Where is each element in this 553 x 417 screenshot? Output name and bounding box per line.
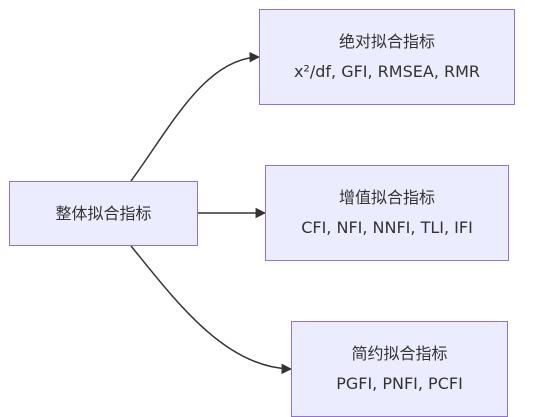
node-absolute-fit-indices: 绝对拟合指标 x²/df, GFI, RMSEA, RMR bbox=[259, 9, 515, 105]
node-incremental-fit-indices: 增值拟合指标 CFI, NFI, NNFI, TLI, IFI bbox=[265, 165, 509, 261]
edge-root-to-parsimonious bbox=[130, 245, 293, 375]
node-parsimonious-items: PGFI, PNFI, PCFI bbox=[336, 374, 463, 393]
node-absolute-title: 绝对拟合指标 bbox=[338, 32, 435, 51]
edge-root-to-absolute bbox=[130, 51, 261, 182]
node-incremental-items: CFI, NFI, NNFI, TLI, IFI bbox=[301, 218, 473, 237]
edges-layer bbox=[130, 51, 293, 375]
root-node-label: 整体拟合指标 bbox=[55, 203, 152, 223]
node-parsimonious-title: 简约拟合指标 bbox=[351, 344, 448, 363]
node-absolute-items: x²/df, GFI, RMSEA, RMR bbox=[293, 62, 481, 81]
node-incremental-title: 增值拟合指标 bbox=[338, 188, 435, 207]
root-node-overall-fit-indices: 整体拟合指标 bbox=[9, 181, 198, 246]
node-parsimonious-fit-indices: 简约拟合指标 PGFI, PNFI, PCFI bbox=[291, 321, 508, 417]
